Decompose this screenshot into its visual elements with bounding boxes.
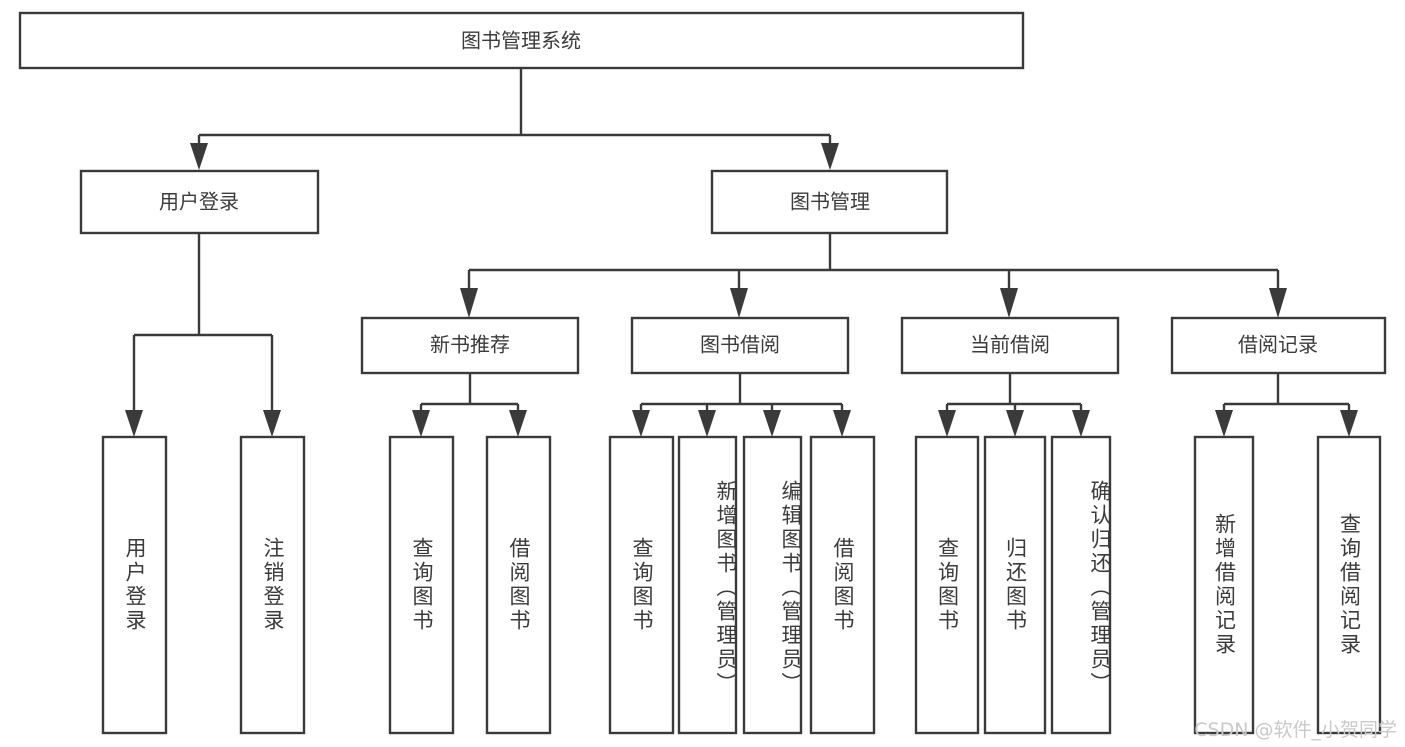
leaf-user-login-box[interactable] xyxy=(101,435,168,735)
arrow-to-leaf-query-book-1 xyxy=(412,410,430,437)
connector-book-borrow-to-leaves xyxy=(632,373,851,437)
connector-borrow-record-to-leaves xyxy=(1215,373,1358,437)
arrow-to-borrow-record xyxy=(1269,288,1287,318)
arrow-to-leaf-confirm-return xyxy=(1072,410,1090,437)
connector-user-login-to-leaves xyxy=(125,233,281,437)
node-borrow-record-label: 借阅记录 xyxy=(1238,333,1318,357)
leaf-edit-book-box[interactable] xyxy=(742,435,803,735)
leaf-logout-login-box[interactable] xyxy=(239,435,306,735)
node-new-book-recommend-label: 新书推荐 xyxy=(430,333,510,357)
leaf-borrow-book-1-box[interactable] xyxy=(485,435,552,735)
node-current-borrow[interactable]: 当前借阅 xyxy=(900,316,1120,375)
csdn-watermark: CSDN @软件_小贺同学 xyxy=(1194,719,1397,741)
node-current-borrow-box[interactable] xyxy=(900,316,1120,375)
connector-new-book-recommend-to-leaves xyxy=(412,373,527,437)
connector-current-borrow-to-leaves xyxy=(938,373,1090,437)
node-new-book-recommend[interactable]: 新书推荐 xyxy=(360,316,580,375)
arrow-to-leaf-edit-book xyxy=(763,410,781,437)
leaf-add-book-box[interactable] xyxy=(677,435,738,735)
leaf-query-book-3-box[interactable] xyxy=(914,435,980,735)
arrow-to-leaf-return-book xyxy=(1006,410,1024,437)
node-book-borrow[interactable]: 图书借阅 xyxy=(630,316,850,375)
node-root-box[interactable] xyxy=(18,11,1025,70)
node-book-borrow-label: 图书借阅 xyxy=(700,333,780,357)
arrow-to-leaf-user-login xyxy=(125,410,143,437)
node-root-label: 图书管理系统 xyxy=(461,29,581,53)
arrow-to-leaf-query-book-3 xyxy=(938,410,956,437)
arrow-to-leaf-query-record xyxy=(1340,410,1358,437)
node-root[interactable]: 图书管理系统 xyxy=(18,11,1025,70)
connector-root-to-level1 xyxy=(190,68,839,170)
arrow-to-book-borrow xyxy=(730,288,748,318)
node-book-management-label: 图书管理 xyxy=(790,190,870,214)
leaf-add-record-box[interactable] xyxy=(1193,435,1255,735)
leaf-borrow-book-2-box[interactable] xyxy=(809,435,876,735)
arrow-to-book-management xyxy=(821,143,839,170)
node-book-management[interactable]: 图书管理 xyxy=(710,169,949,235)
arrow-to-user-login xyxy=(190,143,208,170)
leaf-query-record-box[interactable] xyxy=(1316,435,1382,735)
arrow-to-leaf-add-record xyxy=(1215,410,1233,437)
node-user-login-label: 用户登录 xyxy=(159,190,239,214)
arrow-to-new-book-recommend xyxy=(460,288,478,318)
node-current-borrow-label: 当前借阅 xyxy=(970,333,1050,357)
node-new-book-recommend-box[interactable] xyxy=(360,316,580,375)
arrow-to-leaf-logout-login xyxy=(263,410,281,437)
arrow-to-leaf-borrow-book-1 xyxy=(509,410,527,437)
node-borrow-record[interactable]: 借阅记录 xyxy=(1170,316,1387,375)
node-user-login-box[interactable] xyxy=(79,169,320,235)
leaf-query-book-1-box[interactable] xyxy=(388,435,455,735)
connector-book-management-to-level2 xyxy=(460,233,1287,318)
leaf-confirm-return-box[interactable] xyxy=(1050,435,1112,735)
leaf-query-book-2-box[interactable] xyxy=(608,435,675,735)
node-user-login[interactable]: 用户登录 xyxy=(79,169,320,235)
arrow-to-leaf-borrow-book-2 xyxy=(833,410,851,437)
leaf-return-book-box[interactable] xyxy=(983,435,1047,735)
arrow-to-leaf-query-book-2 xyxy=(632,410,650,437)
arrow-to-current-borrow xyxy=(1000,288,1018,318)
arrow-to-leaf-add-book xyxy=(698,410,716,437)
